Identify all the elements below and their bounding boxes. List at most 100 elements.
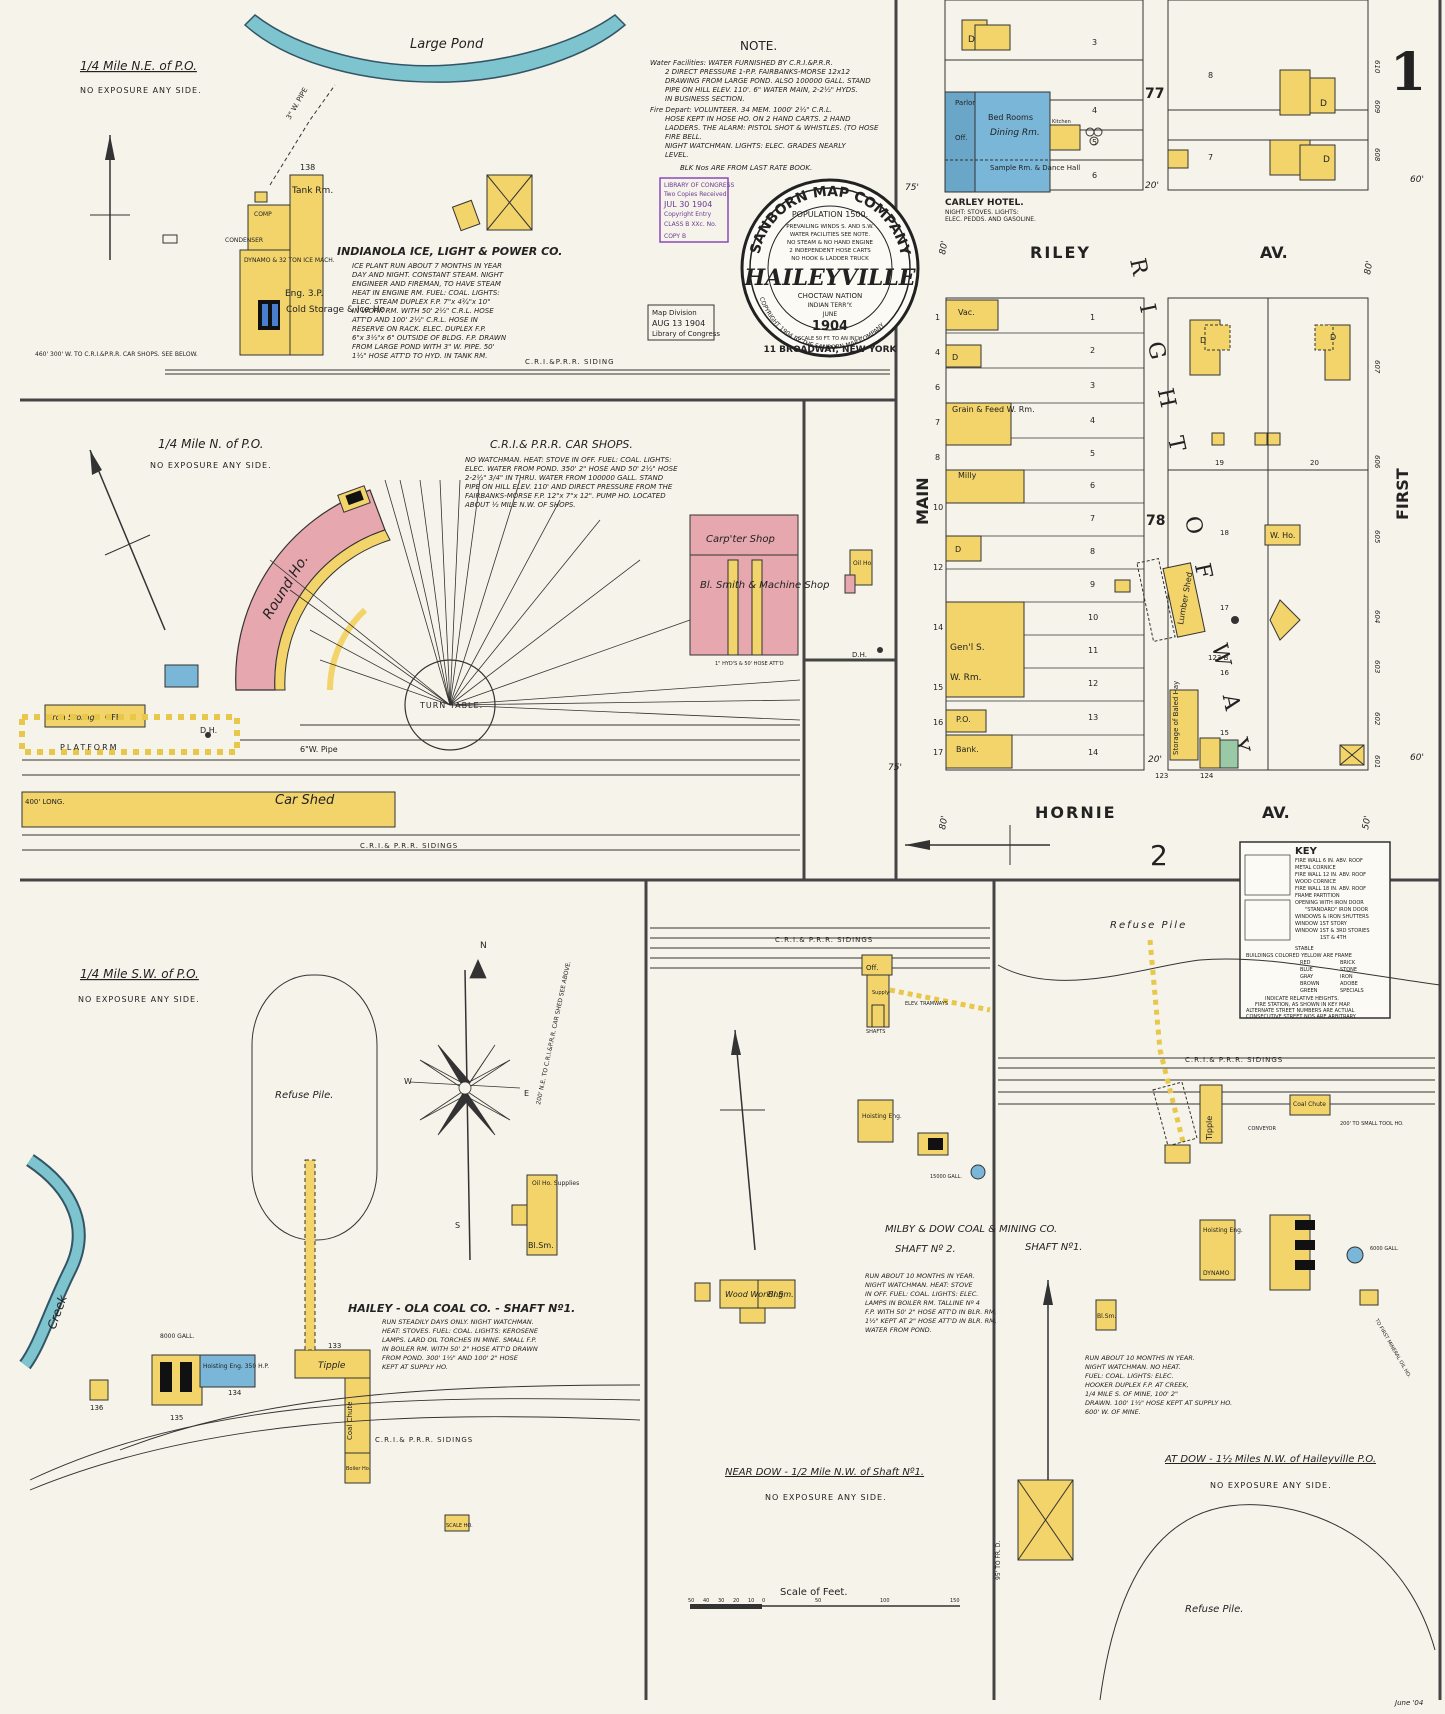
compass-rose	[409, 959, 521, 1261]
svg-text:134: 134	[228, 1389, 242, 1397]
svg-text:Hoisting Eng.: Hoisting Eng.	[1203, 1227, 1243, 1234]
svg-text:Sample Rm. & Dance Hall: Sample Rm. & Dance Hall	[990, 164, 1080, 172]
svg-text:DRAWING FROM LARGE POND. ALSO: DRAWING FROM LARGE POND. ALSO 100000 GAL…	[665, 77, 871, 85]
svg-text:NIGHT WATCHMAN. NO HEAT.: NIGHT WATCHMAN. NO HEAT.	[1085, 1363, 1181, 1371]
lot-numbers-left: 1 4 6 7 8 10 12 14 15 16 17	[933, 313, 943, 757]
svg-text:75': 75'	[905, 183, 919, 193]
svg-text:JUNE: JUNE	[822, 311, 838, 318]
svg-text:Refuse Pile.: Refuse Pile.	[1185, 1604, 1243, 1615]
svg-text:METAL CORNICE: METAL CORNICE	[1295, 865, 1336, 871]
car-shops-panel: 1/4 Mile N. of P.O. NO EXPOSURE ANY SIDE…	[19, 437, 883, 851]
svg-text:601: 601	[1373, 755, 1381, 768]
svg-text:DAY AND NIGHT. CONSTANT STEAM.: DAY AND NIGHT. CONSTANT STEAM. NIGHT	[352, 271, 504, 279]
svg-text:20: 20	[1310, 459, 1319, 467]
svg-text:NO HOOK & LADDER TRUCK: NO HOOK & LADDER TRUCK	[791, 256, 869, 262]
pond-label: Large Pond	[410, 37, 484, 52]
svg-text:Tipple: Tipple	[318, 1361, 346, 1371]
ice-plant-title: INDIANOLA ICE, LIGHT & POWER CO.	[337, 245, 562, 258]
svg-text:Fire Depart: VOLUNTEER. 34 MEM: Fire Depart: VOLUNTEER. 34 MEM. 1000' 2½…	[650, 106, 832, 114]
svg-text:LIBRARY OF CONGRESS: LIBRARY OF CONGRESS	[664, 182, 735, 189]
svg-text:D: D	[1200, 336, 1206, 345]
svg-text:Supply: Supply	[872, 990, 889, 996]
block-78-number: 78	[1146, 513, 1165, 529]
svg-text:ICE PLANT RUN ABOUT 7 MONTHS I: ICE PLANT RUN ABOUT 7 MONTHS IN YEAR	[352, 262, 502, 270]
svg-text:NO STEAM & NO HAND ENGINE: NO STEAM & NO HAND ENGINE	[787, 240, 874, 246]
svg-text:Oil Ho.: Oil Ho.	[853, 560, 873, 567]
svg-text:17: 17	[933, 748, 943, 757]
note-block: NOTE. Water Facilities: WATER FURNISHED …	[650, 39, 879, 172]
svg-text:10: 10	[933, 503, 943, 512]
car-shops-title: C.R.I.& P.R.R. CAR SHOPS.	[490, 438, 633, 451]
svg-text:Copyright Entry: Copyright Entry	[664, 211, 712, 218]
riley-street: RILEY	[1030, 243, 1091, 262]
svg-text:PREVAILING WINDS S. AND S.W.: PREVAILING WINDS S. AND S.W.	[786, 224, 874, 230]
svg-text:2: 2	[1090, 346, 1095, 355]
svg-text:ELEC. WATER FROM POND. 350' 2": ELEC. WATER FROM POND. 350' 2" HOSE AND …	[465, 465, 678, 473]
carley-hotel-label: CARLEY HOTEL.	[945, 198, 1024, 208]
svg-text:50': 50'	[1361, 815, 1373, 830]
svg-text:RESERVE ON RACK. ELEC. DUPLEX: RESERVE ON RACK. ELEC. DUPLEX F.P.	[352, 325, 486, 333]
svg-text:Bl.Sm.: Bl.Sm.	[1097, 1313, 1116, 1320]
svg-text:150: 150	[950, 1598, 960, 1604]
svg-text:80': 80'	[938, 815, 950, 830]
block-78-left	[945, 297, 1145, 771]
ice-locator: 1/4 Mile N.E. of P.O.	[80, 59, 197, 73]
svg-text:606: 606	[1373, 455, 1381, 469]
svg-text:133: 133	[328, 1342, 341, 1350]
svg-text:11 BROADWAY, NEW YORK: 11 BROADWAY, NEW YORK	[764, 345, 898, 355]
svg-text:600' W. OF MINE.: 600' W. OF MINE.	[1085, 1408, 1141, 1416]
ice-siding-label: C.R.I.&P.R.R. SIDING	[525, 358, 615, 366]
svg-text:IN BUSINESS SECTION.: IN BUSINESS SECTION.	[665, 95, 745, 103]
svg-text:4: 4	[1092, 106, 1097, 115]
svg-text:W: W	[404, 1077, 412, 1086]
svg-text:FROM POND. 300' 1½" AND 100' 2: FROM POND. 300' 1½" AND 100' 2" HOSE	[382, 1354, 519, 1362]
svg-text:SCALE 50 FT. TO AN INCH: SCALE 50 FT. TO AN INCH	[798, 336, 862, 342]
svg-text:Refuse Pile: Refuse Pile	[1110, 920, 1187, 931]
radial-tracks	[269, 479, 801, 721]
sanborn-seal: SANBORN MAP COMPANY COPYRIGHT 1904 BY TH…	[740, 178, 920, 358]
svg-text:C.R.I.& P.R.R. SIDINGS: C.R.I.& P.R.R. SIDINGS	[775, 936, 873, 944]
svg-text:100: 100	[880, 1598, 890, 1604]
svg-text:FIRE STATION, AS SHOWN IN KEY: FIRE STATION, AS SHOWN IN KEY MAP.	[1255, 1002, 1351, 1008]
ice-plant-panel: Large Pond 1/4 Mile N.E. of P.O. NO EXPO…	[35, 14, 890, 375]
svg-text:FAIRBANKS-MORSE F.P. 12"x 7"x: FAIRBANKS-MORSE F.P. 12"x 7"x 12". PUMP …	[465, 492, 666, 500]
svg-text:11: 11	[1088, 646, 1098, 655]
svg-text:WINDOW 1ST & 3RD STORIES: WINDOW 1ST & 3RD STORIES	[1295, 928, 1370, 934]
svg-text:COPY B: COPY B	[664, 233, 686, 240]
car-shed	[21, 791, 396, 828]
svg-text:Gen'l S.: Gen'l S.	[950, 643, 985, 653]
svg-text:INDIAN TERR'Y.: INDIAN TERR'Y.	[808, 302, 853, 309]
map-division-stamp: Map Division AUG 13 1904 Library of Cong…	[647, 304, 720, 341]
svg-text:Carp'ter Shop: Carp'ter Shop	[706, 534, 775, 545]
svg-text:D: D	[1330, 333, 1336, 342]
svg-text:60': 60'	[1410, 175, 1424, 185]
svg-text:136: 136	[90, 1404, 104, 1412]
svg-text:Boiler Ho.: Boiler Ho.	[346, 1466, 371, 1472]
note-heading: NOTE.	[740, 39, 777, 53]
svg-text:0: 0	[762, 1598, 765, 1604]
svg-text:18: 18	[1220, 529, 1229, 537]
svg-text:ABOUT ½ MILE N.W. OF SHOPS.: ABOUT ½ MILE N.W. OF SHOPS.	[464, 501, 576, 509]
svg-text:SCALE HO.: SCALE HO.	[446, 1523, 473, 1529]
svg-text:BROWN: BROWN	[1300, 981, 1320, 987]
svg-text:602: 602	[1373, 712, 1381, 726]
svg-text:Vac.: Vac.	[958, 308, 975, 317]
svg-text:OFF.: OFF.	[105, 713, 122, 722]
svg-text:1½" KEPT AT 2" HOSE ATT'D IN B: 1½" KEPT AT 2" HOSE ATT'D IN BLR. RM.	[865, 1317, 997, 1325]
hailey-ola-locator: 1/4 Mile S.W. of P.O.	[80, 967, 199, 981]
svg-text:CHOCTAW NATION: CHOCTAW NATION	[798, 292, 862, 300]
hornie-street: HORNIE	[1035, 803, 1117, 822]
svg-text:KEPT AT SUPPLY HO.: KEPT AT SUPPLY HO.	[382, 1363, 448, 1371]
svg-text:12: 12	[1088, 679, 1098, 688]
svg-text:10: 10	[748, 1598, 754, 1604]
riley-av: AV.	[1260, 243, 1288, 262]
svg-text:15: 15	[1220, 729, 1229, 737]
svg-text:2 DIRECT PRESSURE 1-P.P. FAIRB: 2 DIRECT PRESSURE 1-P.P. FAIRBANKS-MORSE…	[665, 68, 850, 76]
svg-text:WINDOWS & IRON SHUTTERS: WINDOWS & IRON SHUTTERS	[1295, 914, 1369, 920]
svg-text:124: 124	[1200, 772, 1214, 780]
svg-text:CLASS B XXc. No.: CLASS B XXc. No.	[664, 221, 717, 228]
svg-text:BUILDINGS COLORED YELLOW ARE F: BUILDINGS COLORED YELLOW ARE FRAME	[1246, 953, 1352, 959]
svg-text:ELEC. PEDDS. AND GASOLINE.: ELEC. PEDDS. AND GASOLINE.	[945, 216, 1036, 223]
svg-text:"STANDARD" IRON DOOR: "STANDARD" IRON DOOR	[1305, 907, 1369, 913]
